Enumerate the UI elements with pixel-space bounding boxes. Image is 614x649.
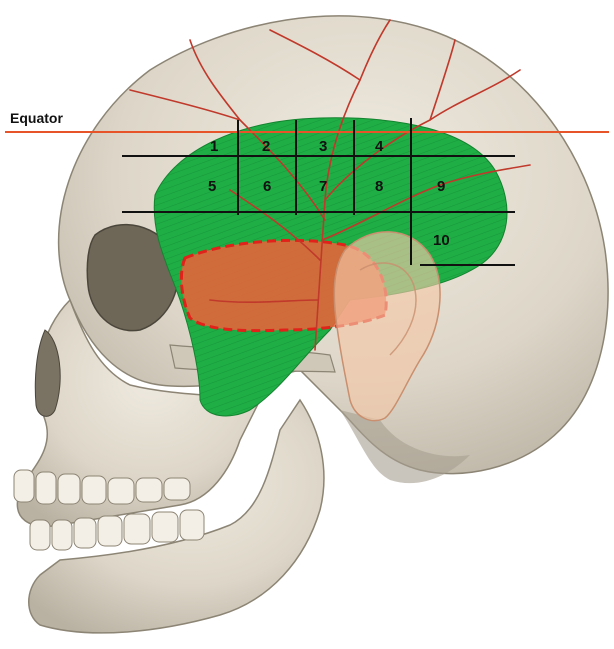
equator-label: Equator bbox=[10, 110, 63, 126]
zone-label-5: 5 bbox=[208, 178, 216, 195]
zone-label-6: 6 bbox=[263, 178, 271, 195]
zone-label-4: 4 bbox=[375, 138, 384, 155]
zone-label-8: 8 bbox=[375, 178, 383, 195]
zone-label-2: 2 bbox=[262, 138, 270, 155]
zone-label-3: 3 bbox=[319, 138, 327, 155]
zone-label-1: 1 bbox=[210, 138, 218, 155]
zone-label-7: 7 bbox=[319, 178, 327, 195]
zone-label-10: 10 bbox=[433, 232, 450, 249]
zone-label-9: 9 bbox=[437, 178, 445, 195]
